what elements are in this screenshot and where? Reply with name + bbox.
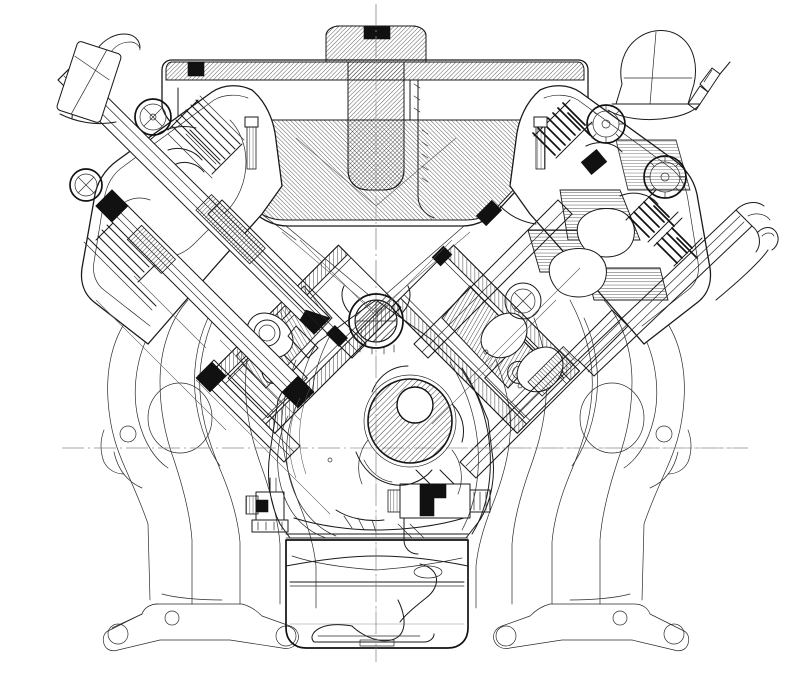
- left-injector-rail-secondary: [95, 189, 315, 409]
- right-cylinder-head: [509, 85, 712, 345]
- plenum-seal: [363, 25, 391, 40]
- right-head-bolt: [533, 116, 548, 170]
- plenum-gasket-left: [187, 61, 205, 77]
- oil-filler-neck: [56, 33, 141, 125]
- flange-bolt-hole: [107, 623, 129, 645]
- centerlines-overlay: [62, 4, 748, 662]
- exhaust-port-right: [579, 382, 645, 454]
- left-head-bolt: [244, 116, 259, 170]
- crank-pin-bore: [396, 386, 434, 424]
- right-injector-rail: [577, 202, 771, 377]
- dipstick-tube: [715, 227, 779, 301]
- construction-lines: [95, 239, 581, 515]
- main-bearing-cap: [335, 451, 433, 533]
- right-block-boss: [387, 469, 491, 555]
- left-block-boss: [245, 477, 289, 533]
- right-exhaust-camshaft: [643, 155, 687, 199]
- right-valvetrain-linkage: [413, 199, 573, 359]
- left-valvetrain-linkage: [207, 199, 367, 359]
- flange-bolt-hole: [495, 625, 517, 647]
- crankshaft: [358, 365, 465, 495]
- right-valve-springs-lower2: [653, 217, 703, 267]
- flange-bolt-hole: [663, 623, 685, 645]
- left-valve-springs: [167, 95, 245, 179]
- oil-pan: [285, 539, 469, 649]
- left-lower-pipe: [195, 359, 301, 463]
- right-lower-rail: [459, 309, 629, 479]
- right-valve-springs-lower: [625, 189, 679, 243]
- oil-pickup: [311, 563, 443, 647]
- exhaust-port-left: [147, 382, 213, 454]
- left-intake-camshaft: [69, 168, 103, 202]
- ignition-coil: [607, 30, 731, 121]
- secondary-idler: [504, 282, 542, 320]
- left-exhaust-manifold: [100, 299, 317, 652]
- left-exhaust-camshaft: [134, 98, 172, 136]
- front-cover-details: [289, 349, 523, 479]
- camshaft-drive-sprocket: [341, 285, 411, 355]
